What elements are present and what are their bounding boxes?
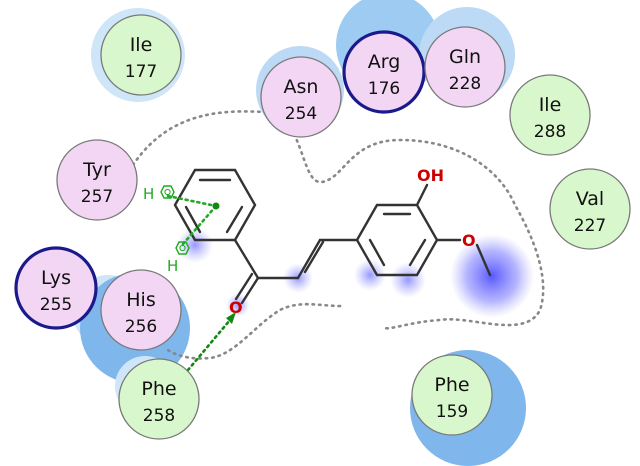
residue-phe258: Phe 258: [118, 358, 200, 440]
residue-phe159: Phe 159: [411, 354, 493, 436]
residue-number: 255: [40, 295, 72, 315]
residue-name: Arg: [368, 51, 401, 73]
residue-disc: [100, 14, 182, 96]
residue-number: 258: [143, 406, 175, 426]
residue-ile288: Ile 288: [509, 74, 591, 156]
residue-disc: [549, 168, 631, 250]
hbond-phe258: [186, 312, 236, 372]
residue-disc: [342, 30, 426, 114]
residue-his256: His 256: [100, 269, 182, 351]
residue-name: Gln: [449, 46, 481, 68]
residue-name: Tyr: [82, 159, 111, 181]
exposure-methoxy: [450, 234, 534, 318]
pi-h-label-top: H: [143, 185, 154, 203]
residue-disc: [100, 269, 182, 351]
hydroxyl-label: OH: [417, 166, 444, 185]
residue-disc: [424, 26, 506, 108]
residue-number: 159: [436, 402, 468, 422]
residue-disc: [14, 246, 98, 330]
residue-name: Phe: [141, 378, 176, 400]
benzene-icon: [160, 185, 175, 199]
residue-disc: [118, 358, 200, 440]
residue-disc: [509, 74, 591, 156]
residue-lys255: Lys 255: [14, 246, 98, 330]
residue-number: 257: [81, 187, 113, 207]
residue-disc: [411, 354, 493, 436]
residue-disc: [260, 56, 342, 138]
residue-name: Ile: [539, 94, 562, 116]
residue-tyr257: Tyr 257: [56, 139, 138, 221]
residue-number: 176: [368, 79, 400, 99]
residue-number: 254: [285, 104, 317, 124]
residue-ile177: Ile 177: [100, 14, 182, 96]
methoxy-oxygen-label: O: [462, 231, 476, 250]
residue-val227: Val 227: [549, 168, 631, 250]
pi-h-interaction: H H: [143, 185, 220, 275]
residue-arg176: Arg 176: [342, 30, 426, 114]
residue-number: 256: [125, 317, 157, 337]
carbonyl-oxygen-label: O: [229, 298, 243, 317]
residue-name: Ile: [130, 34, 153, 56]
exposure-ring2-a: [354, 259, 386, 291]
residue-number: 227: [574, 216, 606, 236]
ligand-structure: [173, 168, 492, 305]
residue-name: His: [126, 289, 155, 311]
ligand-exposure: [177, 227, 534, 318]
residue-name: Lys: [41, 267, 71, 289]
residue-disc: [56, 139, 138, 221]
residue-number: 228: [449, 74, 481, 94]
residue-name: Val: [576, 188, 604, 210]
arrow-head-icon: [226, 312, 236, 324]
residue-gln228: Gln 228: [424, 26, 506, 108]
residue-asn254: Asn 254: [260, 56, 342, 138]
residue-number: 177: [125, 62, 157, 82]
residue-name: Phe: [434, 374, 469, 396]
pi-h-label-bottom: H: [167, 257, 178, 275]
exposure-ring2-b: [390, 262, 426, 298]
residue-name: Asn: [284, 76, 319, 98]
residue-number: 288: [534, 122, 566, 142]
benzene-icon: [175, 241, 190, 255]
